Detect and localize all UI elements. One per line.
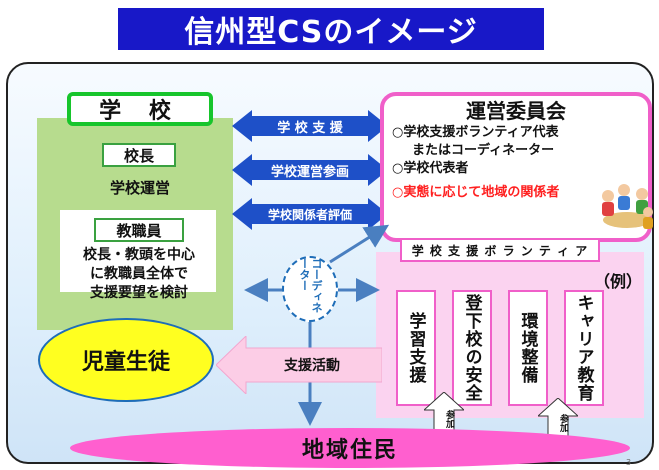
example-label: （例）: [593, 272, 642, 291]
staff-desc-line: 校長・教頭を中心: [83, 247, 195, 263]
participation-up-arrow-left: [424, 392, 464, 434]
volunteer-commute-safety: 登下校の安全: [452, 290, 492, 406]
evaluation-label: 学校関係者評価: [267, 207, 352, 222]
principal-box: 校長: [102, 143, 176, 167]
committee-item: またはコーディネーター: [412, 143, 555, 158]
support-activity-label: 支援活動: [284, 358, 340, 374]
participation-arrow: [232, 154, 388, 186]
coordinator-circle: コーディネーター: [282, 256, 338, 322]
residents-ellipse: 地域住民: [70, 428, 630, 468]
volunteer-banner: 学 校 支 援 ボ ラ ン テ ィ ア: [400, 238, 600, 262]
volunteer-learning-support: 学習支援: [396, 290, 436, 406]
join-label-right: 参加: [558, 414, 568, 432]
committee-item-red: ○実態に応じて地域の関係者: [392, 185, 560, 200]
evaluation-arrow: [232, 198, 388, 230]
school-participation-label: 学校運営参画: [270, 164, 349, 180]
page-title: 信州型CSのイメージ: [118, 8, 544, 50]
school-management-label: 学校運営: [109, 179, 170, 197]
staff-desc-line: に教職員全体で: [90, 266, 188, 282]
students-ellipse: 児童生徒: [38, 318, 214, 402]
coord-to-committee-connector: [329, 224, 390, 264]
staff-desc-line: 支援要望を検討: [90, 285, 188, 301]
staff-box: 教職員: [94, 218, 184, 242]
coordinator-label: コーディネーター: [298, 258, 323, 313]
staff-description: 校長・教頭を中心 に教職員全体で 支援要望を検討: [60, 246, 218, 303]
page-number: 3: [626, 458, 632, 467]
school-support-label: 学 校 支 援: [277, 120, 343, 136]
meeting-people-illustration: [602, 184, 653, 229]
relation-arrows: [232, 110, 388, 230]
volunteer-career-education: キャリア教育: [564, 290, 604, 406]
school-title: 学 校: [67, 92, 213, 126]
support-arrow: [232, 110, 388, 142]
volunteer-environment: 環境整備: [508, 290, 548, 406]
committee-item: ○学校代表者: [392, 161, 469, 176]
join-label-left: 参加: [444, 410, 454, 428]
participation-up-arrow-right: [538, 398, 578, 440]
committee-members: ○学校支援ボランティア代表 またはコーディネーター ○学校代表者 ○実態に応じて…: [392, 124, 648, 202]
committee-item: ○学校支援ボランティア代表: [392, 125, 559, 140]
support-activity-arrow: [216, 336, 382, 394]
committee-title: 運営委員会: [466, 99, 566, 123]
